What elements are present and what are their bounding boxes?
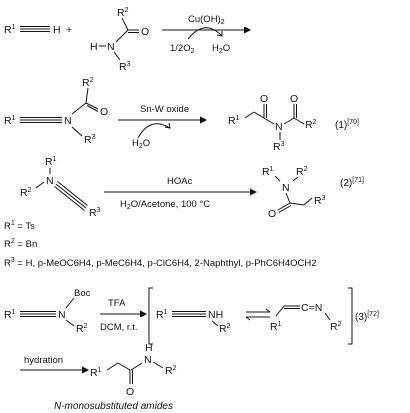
ynamide-o: O xyxy=(100,106,108,118)
boc-group: Boc xyxy=(74,288,91,299)
amide2-n: N xyxy=(282,182,290,194)
ynamine-r1: R1 xyxy=(45,156,57,168)
reagent-tfa: TFA xyxy=(108,298,126,309)
amide2-r3: R3 xyxy=(314,195,326,207)
ref-72: (3)[72] xyxy=(355,311,379,323)
boc-ynamide-r1: R1 xyxy=(4,309,16,321)
boc-ynamide-n: N xyxy=(58,309,66,321)
r3-label: R3 xyxy=(119,61,131,73)
ynamide-r3: R3 xyxy=(84,134,96,146)
amide2-r2: R2 xyxy=(296,166,308,178)
ynamine-int-nh: NH xyxy=(208,309,223,321)
amine-h: H xyxy=(90,41,98,53)
reagent-hoac: HOAc xyxy=(167,176,193,187)
imide-r1: R1 xyxy=(228,115,240,127)
ynamine-n: N xyxy=(46,175,54,187)
reagent-water: H2O xyxy=(132,138,150,150)
r3-definition: R3 = H, p-MeOC6H4, p-MeC6H4, p-ClC6H4, 2… xyxy=(4,257,317,269)
product-n: N xyxy=(144,354,152,366)
ynamine-r3: R3 xyxy=(89,207,101,219)
imide-o2: O xyxy=(290,93,298,105)
terminal-h: H xyxy=(53,24,61,36)
ynamide-n: N xyxy=(64,115,72,127)
hydration-step: hydration R1 O N H R2 N-monosubstituted … xyxy=(20,342,177,412)
reaction-sn-w: R1 N O R2 R3 Sn-W oxide H2O R1 O N O R2 xyxy=(4,77,359,153)
plus-sign: + xyxy=(66,24,72,36)
boc-ynamide-r2: R2 xyxy=(76,323,88,335)
product-h: H xyxy=(145,342,153,354)
ketenimine-cn: C=N xyxy=(301,302,322,314)
ynamide-r1: R1 xyxy=(4,115,16,127)
ketenimine-r1: R1 xyxy=(270,321,282,333)
ynamine-int-r1: R1 xyxy=(156,309,168,321)
imide-n: N xyxy=(275,121,283,133)
carbonyl-o: O xyxy=(141,26,149,38)
r2-definition: R2 = Bn xyxy=(4,238,37,250)
hydration-label: hydration xyxy=(24,355,63,366)
imide-r3: R3 xyxy=(273,141,285,153)
byproduct-water: H2O xyxy=(212,43,230,55)
product-caption: N-monosubstituted amides xyxy=(54,401,173,412)
product-o: O xyxy=(126,386,134,398)
r1-definition: R1 = Ts xyxy=(4,220,35,232)
reagent-sn-w: Sn-W oxide xyxy=(140,104,189,115)
r2-label: R2 xyxy=(117,7,129,19)
reagent-o2: 1/2O2 xyxy=(170,43,195,55)
imide-o1: O xyxy=(260,93,268,105)
ref-70: (1)[70] xyxy=(335,119,359,131)
reagent-dcm: DCM, r.t. xyxy=(100,322,137,333)
amine-n: N xyxy=(107,41,115,53)
amide2-o: O xyxy=(268,208,276,220)
imide-r2: R2 xyxy=(305,119,317,131)
substituent-definitions: R1 = Ts R2 = Bn R3 = H, p-MeOC6H4, p-MeC… xyxy=(4,220,317,269)
ynamine-r2: R2 xyxy=(20,187,32,199)
ynamide-r2: R2 xyxy=(82,77,94,89)
reagent-cuoh2: Cu(OH)2 xyxy=(188,14,225,26)
ynamine-int-r2: R2 xyxy=(219,323,231,335)
ketenimine-r2: R2 xyxy=(330,321,342,333)
reagent-acetone: H2O/Acetone, 100 °C xyxy=(120,199,210,211)
r1-label: R1 xyxy=(4,24,16,36)
amide2-r1: R1 xyxy=(262,166,274,178)
reaction-tfa: R1 N Boc R2 TFA DCM, r.t. R1 NH R2 C=N xyxy=(4,287,379,345)
product-r1: R1 xyxy=(90,367,102,379)
ref-71: (2)[71] xyxy=(340,177,364,189)
reaction-1: R1 H + H N O R2 R3 Cu(OH)2 1/2O2 H2O xyxy=(4,7,252,73)
product-r2: R2 xyxy=(165,365,177,377)
reaction-hoac: R1 N R2 R3 HOAc H2O/Acetone, 100 °C R1 R… xyxy=(20,156,364,220)
